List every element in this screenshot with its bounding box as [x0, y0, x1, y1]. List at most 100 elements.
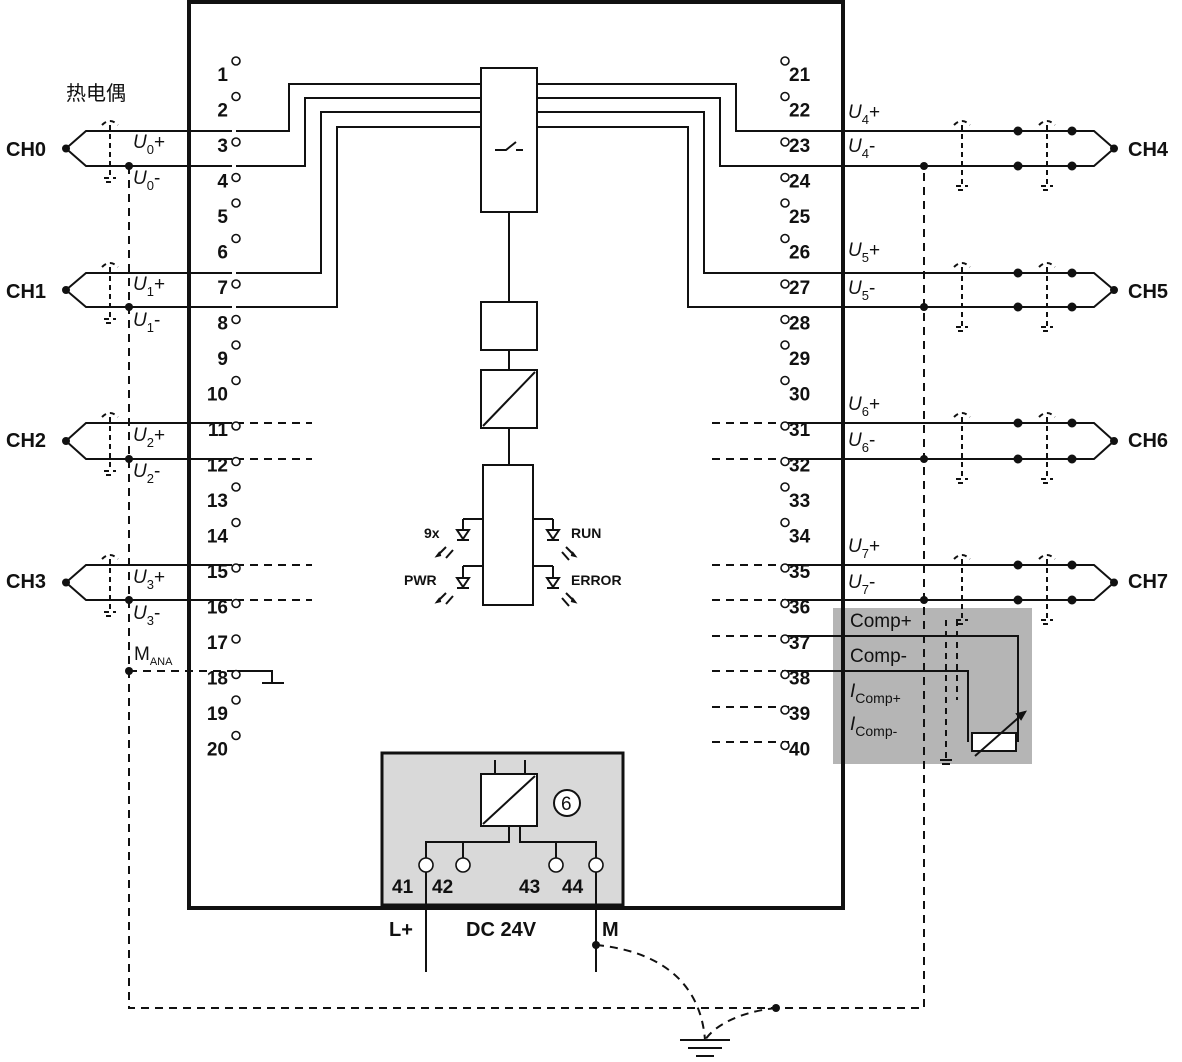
pin-left-label: 19	[207, 704, 228, 725]
pin-right-label: 38	[789, 669, 810, 690]
signal-left-label: U3-	[133, 603, 160, 628]
shield-icon	[953, 262, 971, 332]
led-run-icon	[545, 529, 561, 541]
led-9x-icon	[455, 529, 471, 541]
pin-circle-right	[780, 482, 790, 492]
pin-circle-right	[780, 56, 790, 66]
pin-left-label: 13	[207, 491, 228, 512]
junction-dots	[125, 162, 928, 1012]
pin-right-label: 23	[789, 136, 810, 157]
channel-left-label: CH1	[6, 281, 46, 303]
pin-right-label: 25	[789, 207, 811, 228]
pin-43: 43	[519, 877, 540, 898]
pin-circle-right	[780, 598, 790, 609]
pin-circle-right	[780, 314, 790, 325]
pin-circle-left	[231, 56, 241, 66]
pin-circle-left	[231, 482, 241, 492]
adc-block	[480, 301, 538, 351]
pin-circle-right	[780, 375, 790, 386]
shield-icon	[1038, 120, 1056, 191]
thermocouple-junction	[62, 144, 70, 153]
pin-left-label: 14	[207, 527, 229, 548]
pin-left-label: 2	[217, 101, 228, 122]
pin-circles	[231, 56, 790, 751]
internal-wiring	[236, 83, 789, 972]
pin-circle-left	[231, 375, 241, 386]
shield-icon	[953, 120, 971, 191]
shield-icon	[101, 120, 119, 183]
shield-icon	[953, 412, 971, 484]
thermocouple-junction	[1110, 437, 1118, 445]
pin-right-label: 39	[789, 704, 810, 725]
channel-left-label: CH3	[6, 571, 46, 593]
signal-right-label: U6+	[848, 394, 880, 419]
pin-right-label: 30	[789, 385, 810, 406]
led-pwr-label: PWR	[404, 572, 437, 588]
pin-right-label: 24	[789, 172, 811, 193]
signal-left-label: U1-	[133, 310, 160, 335]
shield-icon	[101, 554, 119, 617]
led-9x-label: 9x	[424, 525, 440, 541]
pin-circle-right	[780, 233, 790, 244]
led-run-label: RUN	[571, 525, 601, 541]
channel-right-label: CH5	[1128, 281, 1168, 303]
thermocouple-junction	[1110, 286, 1118, 294]
left-channels	[62, 120, 232, 617]
thermocouple-junction	[1110, 578, 1118, 587]
comp-minus-label: Comp-	[850, 646, 907, 667]
shield-icon	[1038, 262, 1056, 332]
thermocouple-junction	[1110, 144, 1118, 153]
pin-circle-left	[231, 695, 241, 705]
callout-circle	[553, 789, 581, 817]
pin-left-label: 11	[208, 420, 229, 441]
right-channels	[789, 120, 1118, 625]
pin-left-label: 6	[217, 243, 228, 264]
signal-left-label: U2-	[133, 461, 160, 486]
pin-circle-right	[780, 705, 790, 715]
channel-right-label: CH4	[1128, 139, 1169, 161]
pin-circle-left	[231, 198, 241, 208]
pin-circle-left	[231, 598, 241, 609]
power-pin-circles	[418, 857, 604, 873]
pin-circle-right	[780, 669, 790, 680]
signal-left-label: U0-	[133, 168, 160, 193]
pin-right-label: 22	[789, 101, 810, 122]
led-pwr-icon	[455, 577, 471, 589]
thermocouple-junction	[62, 437, 70, 445]
pin-circle-left	[231, 517, 241, 528]
pin-left-label: 4	[217, 172, 228, 193]
pin-left-label: 9	[217, 349, 228, 370]
comp-plus-label: Comp+	[850, 611, 912, 632]
signal-left-label: U0+	[133, 132, 165, 157]
channel-right-label: CH7	[1128, 571, 1168, 593]
pin-circle-left	[231, 421, 241, 431]
pin-circle-right	[780, 91, 790, 102]
earth-ground-icon	[680, 1039, 730, 1057]
pin-right-label: 28	[789, 314, 810, 335]
pin-circle-left	[231, 730, 241, 741]
comp-wiring	[789, 620, 1028, 765]
pin-left-label: 3	[217, 136, 228, 157]
logic-block	[482, 464, 534, 606]
led-indicators	[434, 518, 578, 607]
pin-circle-left	[231, 563, 241, 573]
multiplexer-block	[480, 67, 538, 213]
pin-circle-right	[780, 517, 790, 528]
isolation-icon	[482, 371, 536, 427]
signal-left-label: U1+	[133, 274, 165, 299]
shield-icon	[1038, 554, 1056, 625]
pin-right-label: 35	[789, 562, 811, 583]
pin-circle-right	[780, 563, 790, 573]
signal-left-label: U2+	[133, 425, 165, 450]
channel-left-label: CH2	[6, 430, 46, 452]
rtd-resistor-icon	[971, 732, 1017, 752]
thermocouple-junction	[62, 578, 70, 587]
pin-42: 42	[432, 877, 453, 898]
thermocouple-junction	[62, 286, 70, 294]
pin-labels: 1234567891011121314151617181920212223242…	[207, 65, 811, 761]
pin-left-label: 8	[217, 314, 228, 335]
switch-icon	[495, 141, 523, 151]
lplus-label: L+	[389, 919, 413, 941]
pin-44: 44	[562, 877, 584, 898]
